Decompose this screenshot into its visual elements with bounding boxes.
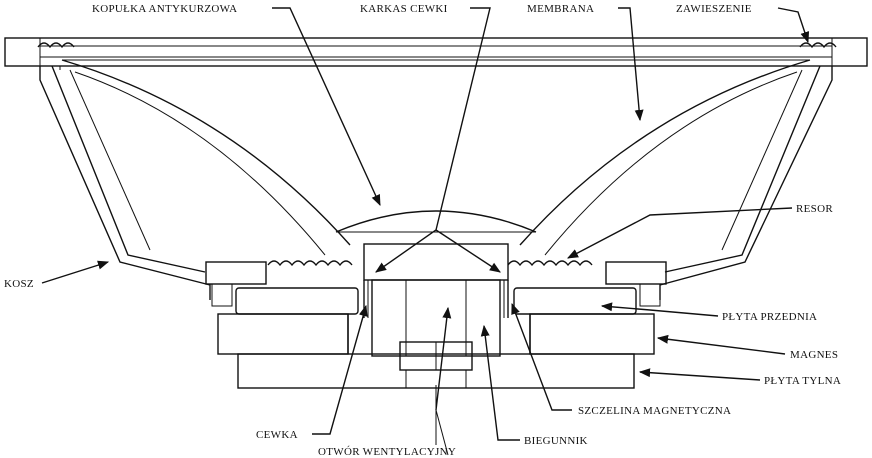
label-magnes: MAGNES xyxy=(790,349,838,361)
label-plyta-tylna: PŁYTA TYLNA xyxy=(764,375,841,387)
leader-lines xyxy=(41,7,810,456)
label-cewka: CEWKA xyxy=(256,429,298,441)
basket-mount xyxy=(205,261,667,307)
cone-membrane xyxy=(61,59,811,256)
label-otwor: OTWÓR WENTYLACYJNY xyxy=(318,446,456,458)
label-szczelina: SZCZELINA MAGNETYCZNA xyxy=(578,405,731,417)
basket-rim xyxy=(4,37,868,67)
voice-coil-former xyxy=(363,243,509,318)
label-kosz: KOSZ xyxy=(4,278,34,290)
label-biegunnik: BIEGUNNIK xyxy=(524,435,588,447)
label-membrana: MEMBRANA xyxy=(527,3,594,15)
dust-cap xyxy=(335,210,537,233)
pole-piece xyxy=(371,279,501,371)
label-karkas: KARKAS CEWKI xyxy=(360,3,448,15)
label-resor: RESOR xyxy=(796,203,833,215)
front-plate xyxy=(235,287,637,315)
spider xyxy=(267,260,593,267)
label-zawieszenie: ZAWIESZENIE xyxy=(676,3,752,15)
basket xyxy=(39,65,833,300)
label-kopulka: KOPUŁKA ANTYKURZOWA xyxy=(92,3,237,15)
label-plyta-przednia: PŁYTA PRZEDNIA xyxy=(722,311,817,323)
